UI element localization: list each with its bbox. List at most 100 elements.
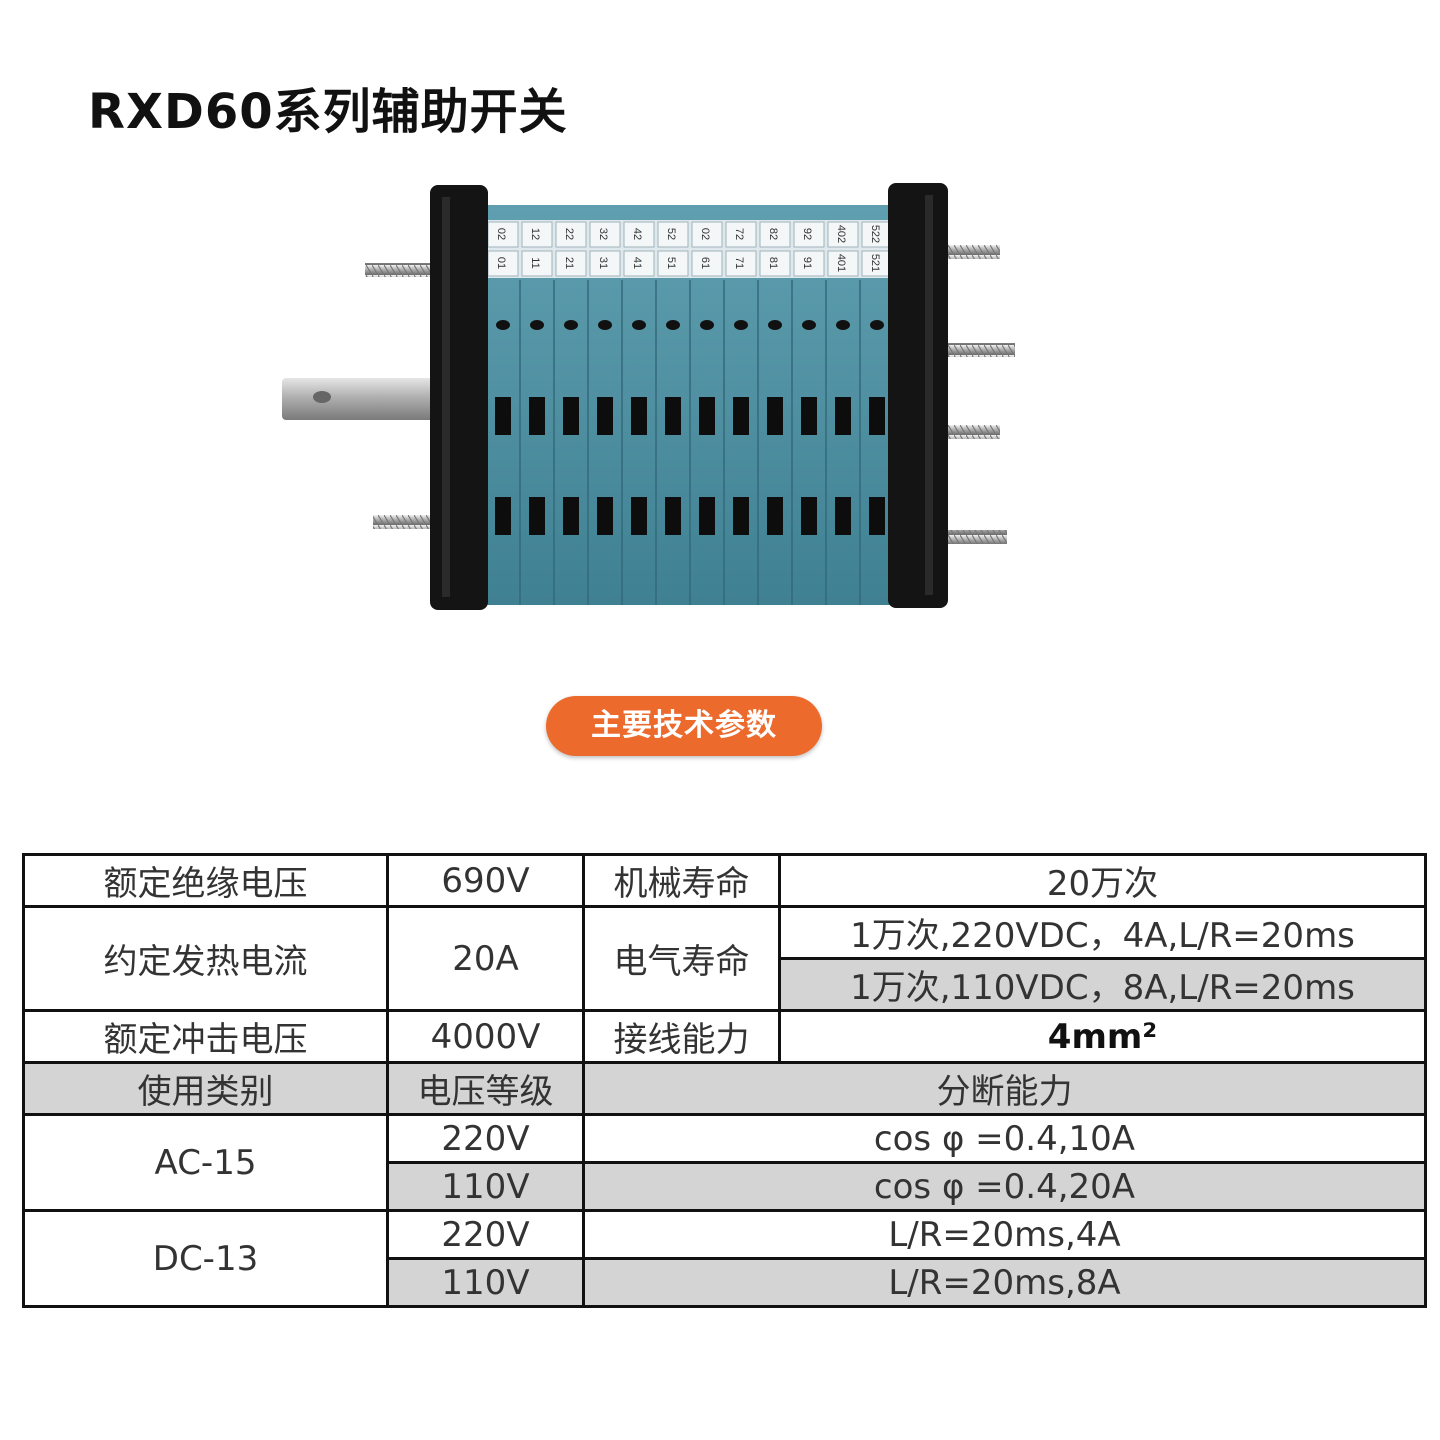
terminal-slot bbox=[563, 497, 579, 535]
terminal-slot bbox=[597, 397, 613, 435]
table-header-row: 使用类别 电压等级 分断能力 bbox=[22, 1061, 1427, 1116]
terminal-label-cell bbox=[691, 221, 723, 248]
spec-value: 1万次,220VDC，4A,L/R=20ms bbox=[778, 905, 1427, 960]
screw-hole bbox=[836, 320, 850, 330]
terminal-slot bbox=[631, 397, 647, 435]
terminal-label-text: 401 bbox=[835, 254, 847, 272]
terminal-label-text: 01 bbox=[495, 257, 507, 269]
table-row: 110V L/R=20ms,8A bbox=[24, 1257, 1427, 1308]
terminal-slot bbox=[869, 397, 885, 435]
spec-label: 额定绝缘电压 bbox=[22, 853, 389, 908]
column-header: 分断能力 bbox=[582, 1061, 1427, 1116]
spec-label: 电气寿命 bbox=[582, 905, 781, 1012]
terminal-label-cell bbox=[793, 221, 825, 248]
screw-hole bbox=[496, 320, 510, 330]
column-header: 使用类别 bbox=[22, 1061, 389, 1116]
terminal-label-text: 72 bbox=[733, 228, 745, 240]
screw-hole bbox=[700, 320, 714, 330]
spec-value: 20A bbox=[386, 905, 585, 1012]
screw-hole bbox=[564, 320, 578, 330]
terminal-label-cell bbox=[589, 250, 621, 277]
terminal-label-text: 31 bbox=[597, 257, 609, 269]
terminal-slot bbox=[733, 497, 749, 535]
terminal-label-text: 12 bbox=[529, 228, 541, 240]
terminal-label-cell bbox=[827, 221, 859, 248]
terminal-label-cell bbox=[657, 221, 689, 248]
threaded-rod bbox=[365, 263, 435, 277]
terminal-label-cell bbox=[861, 221, 893, 248]
terminal-label-cell bbox=[725, 250, 757, 277]
threaded-rod bbox=[945, 425, 1000, 439]
spec-value: 1万次,110VDC，8A,L/R=20ms bbox=[778, 957, 1427, 1012]
screw-hole bbox=[734, 320, 748, 330]
switch-shaft bbox=[282, 378, 442, 420]
terminal-slot bbox=[699, 397, 715, 435]
spec-label: 接线能力 bbox=[582, 1009, 781, 1064]
auxiliary-switch-image: 0201121122213231424152510261727182819291… bbox=[282, 183, 1015, 610]
screw-hole bbox=[598, 320, 612, 330]
terminal-label-text: 11 bbox=[529, 257, 541, 268]
table-row: DC-13 220V L/R=20ms,4A bbox=[22, 1209, 1427, 1308]
terminal-slot bbox=[767, 497, 783, 535]
voltage-level: 110V bbox=[386, 1257, 585, 1308]
terminal-slot bbox=[597, 497, 613, 535]
terminal-label-text: 51 bbox=[665, 257, 677, 269]
table-row: AC-15 220V cos φ =0.4,10A bbox=[22, 1113, 1427, 1212]
voltage-level: 110V bbox=[386, 1161, 585, 1212]
table-row: 额定绝缘电压 690V 机械寿命 20万次 bbox=[22, 853, 1427, 908]
breaking-capacity: cos φ =0.4,10A bbox=[582, 1113, 1427, 1164]
terminal-slot bbox=[801, 497, 817, 535]
terminal-label-text: 21 bbox=[563, 257, 575, 269]
terminal-slot bbox=[869, 497, 885, 535]
screw-hole bbox=[768, 320, 782, 330]
terminal-label-cell bbox=[793, 250, 825, 277]
spec-value: 4mm² bbox=[778, 1009, 1427, 1064]
screw-hole bbox=[632, 320, 646, 330]
terminal-label-text: 22 bbox=[563, 228, 575, 240]
terminal-label-cell bbox=[521, 250, 553, 277]
spec-value: 20万次 bbox=[778, 853, 1427, 908]
table-row: 110V cos φ =0.4,20A bbox=[24, 1161, 1427, 1212]
end-frame-left bbox=[430, 185, 488, 610]
threaded-rod bbox=[945, 343, 1015, 357]
terminal-slot bbox=[733, 397, 749, 435]
breaking-capacity: L/R=20ms,8A bbox=[582, 1257, 1427, 1308]
terminal-label-cell bbox=[521, 221, 553, 248]
threaded-rod bbox=[945, 245, 1000, 259]
spec-label: 机械寿命 bbox=[582, 853, 781, 908]
terminal-label-cell bbox=[691, 250, 723, 277]
spec-label: 约定发热电流 bbox=[22, 905, 389, 1012]
terminal-slot bbox=[529, 497, 545, 535]
terminal-label-cell bbox=[487, 221, 519, 248]
terminal-label-text: 32 bbox=[597, 228, 609, 240]
threaded-rod bbox=[373, 515, 435, 529]
terminal-label-cell bbox=[861, 250, 893, 277]
terminal-slot bbox=[835, 397, 851, 435]
voltage-level: 220V bbox=[386, 1113, 585, 1164]
table-row: 额定冲击电压 4000V 接线能力 4mm² bbox=[22, 1009, 1427, 1064]
terminal-label-text: 02 bbox=[699, 228, 711, 240]
spec-label: 额定冲击电压 bbox=[22, 1009, 389, 1064]
terminal-label-cell bbox=[759, 250, 791, 277]
terminal-slot bbox=[767, 397, 783, 435]
column-header: 电压等级 bbox=[386, 1061, 585, 1116]
spec-value: 690V bbox=[386, 853, 585, 908]
screw-hole bbox=[666, 320, 680, 330]
usage-category: DC-13 bbox=[22, 1209, 389, 1308]
voltage-level: 220V bbox=[386, 1209, 585, 1260]
terminal-label-text: 41 bbox=[631, 257, 643, 269]
usage-category: AC-15 bbox=[22, 1113, 389, 1212]
page-title: RXD60系列辅助开关 bbox=[88, 84, 568, 140]
terminal-label-cell bbox=[589, 221, 621, 248]
terminal-label-cell bbox=[759, 221, 791, 248]
terminal-slot bbox=[495, 497, 511, 535]
terminal-label-text: 42 bbox=[631, 228, 643, 240]
terminal-label-text: 91 bbox=[801, 257, 813, 269]
terminal-label-text: 521 bbox=[869, 254, 881, 272]
terminal-slot bbox=[699, 497, 715, 535]
terminal-slot bbox=[665, 497, 681, 535]
terminal-label-cell bbox=[623, 221, 655, 248]
section-badge: 主要技术参数 bbox=[546, 696, 822, 756]
terminal-slot bbox=[563, 397, 579, 435]
spec-value: 4000V bbox=[386, 1009, 585, 1064]
